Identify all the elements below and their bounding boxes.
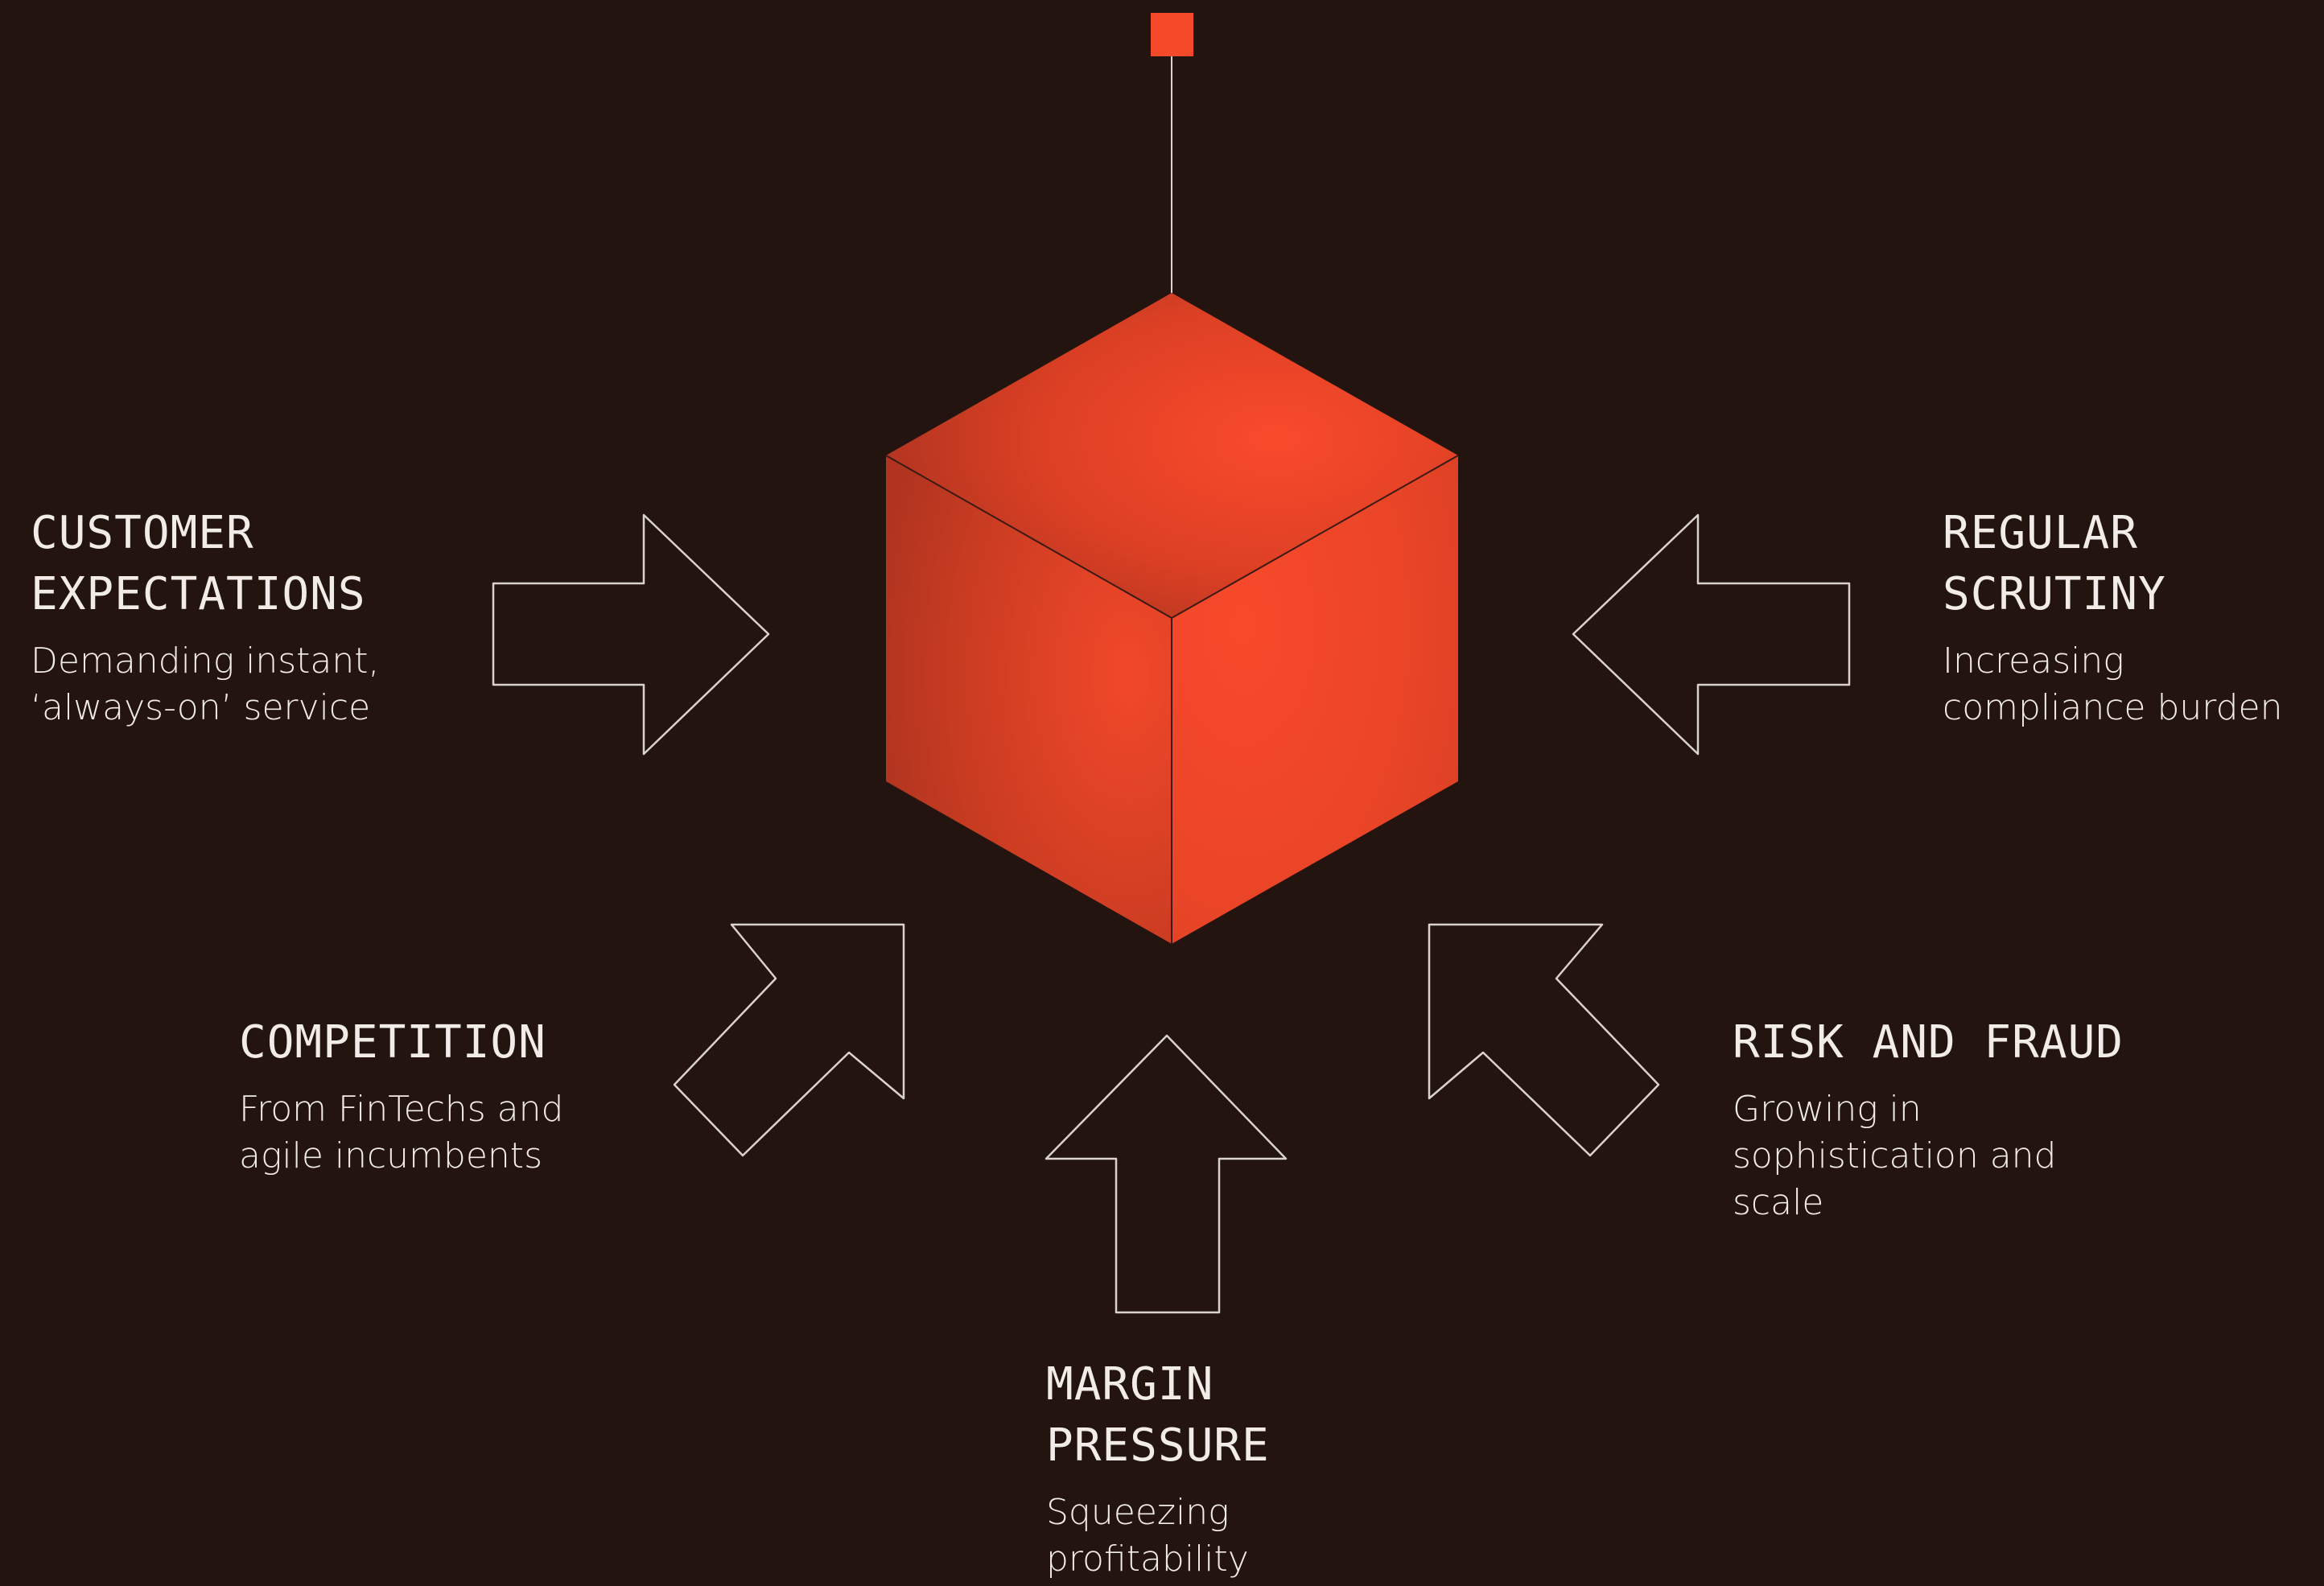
competition-description: From FinTechs and agile incumbents bbox=[239, 1089, 564, 1176]
customer-expectations-label: CUSTOMER EXPECTATIONS Demanding instant,… bbox=[31, 503, 379, 731]
margin-pressure-title: MARGIN PRESSURE bbox=[1046, 1358, 1270, 1472]
customer-expectations-description: Demanding instant, ‘always-on’ service bbox=[31, 641, 380, 728]
regular-scrutiny-label: REGULAR SCRUTINY Increasing compliance b… bbox=[1943, 503, 2282, 731]
margin-pressure-description: Squeezing profitability bbox=[1046, 1492, 1249, 1580]
arrow-up-left-icon bbox=[1428, 923, 1660, 1157]
regular-scrutiny-description: Increasing compliance burden bbox=[1943, 641, 2283, 728]
cube-icon bbox=[885, 293, 1459, 944]
risk-and-fraud-label: RISK AND FRAUD Growing in sophistication… bbox=[1733, 1012, 2124, 1226]
arrow-up-right-icon bbox=[673, 923, 905, 1157]
risk-and-fraud-title: RISK AND FRAUD bbox=[1733, 1016, 2124, 1069]
arrow-right-icon bbox=[492, 513, 770, 756]
competition-label: COMPETITION From FinTechs and agile incu… bbox=[239, 1012, 563, 1180]
square-marker-icon bbox=[1151, 13, 1193, 56]
arrow-up-icon bbox=[1045, 1034, 1288, 1314]
arrow-left-icon bbox=[1572, 513, 1851, 756]
competition-title: COMPETITION bbox=[239, 1016, 546, 1069]
regular-scrutiny-title: REGULAR SCRUTINY bbox=[1943, 507, 2166, 620]
customer-expectations-title: CUSTOMER EXPECTATIONS bbox=[31, 507, 366, 620]
margin-pressure-label: MARGIN PRESSURE Squeezing profitability bbox=[1046, 1354, 1270, 1583]
risk-and-fraud-description: Growing in sophistication and scale bbox=[1733, 1089, 2057, 1223]
